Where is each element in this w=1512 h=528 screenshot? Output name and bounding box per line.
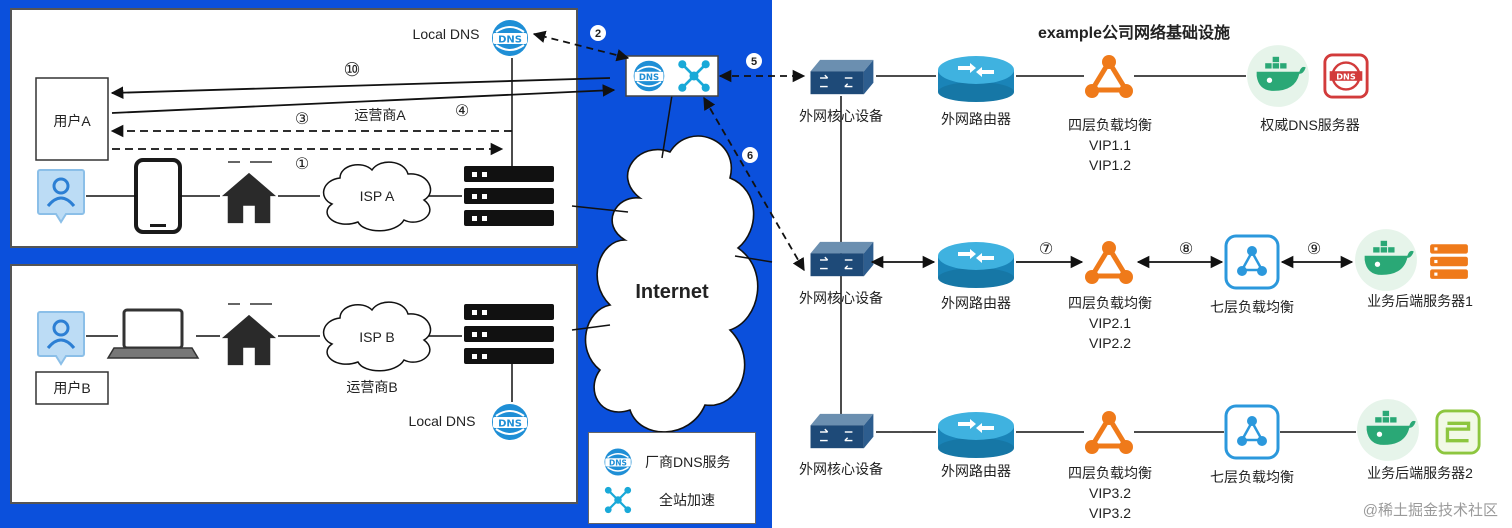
legend: 厂商DNS服务 全站加速 (588, 432, 756, 524)
user-b-label: 用户B (53, 380, 90, 396)
l7-lb-2-label: 七层负载均衡 (1210, 469, 1294, 485)
core-device-1-label: 外网核心设备 (799, 108, 883, 124)
docker-1-icon (1247, 45, 1309, 107)
infrastructure-title: example公司网络基础设施 (1038, 23, 1230, 42)
l4-lb-2-icon (1085, 241, 1133, 284)
backend-server-2-icon (1435, 409, 1481, 455)
user-a-label: 用户A (53, 113, 91, 129)
core-device-2-label: 外网核心设备 (799, 290, 883, 306)
vip-1-1: VIP1.1 (1089, 137, 1131, 153)
vip-2-1: VIP2.1 (1089, 315, 1131, 331)
laptop-icon (106, 308, 200, 359)
authoritative-dns-icon (1323, 53, 1369, 99)
backend-server-1-label: 业务后端服务器1 (1367, 293, 1473, 309)
legend-accel-label: 全站加速 (659, 492, 715, 508)
router-2-icon (938, 242, 1014, 288)
isp-a-label: ISP A (360, 188, 395, 204)
core-device-1-icon (809, 59, 875, 95)
l4-lb-3-icon (1085, 411, 1133, 454)
internet-label: Internet (635, 281, 709, 303)
router-2-label: 外网路由器 (941, 295, 1011, 311)
core-device-2-icon (809, 241, 875, 277)
core-device-3-label: 外网核心设备 (799, 461, 883, 477)
arrow-10 (110, 77, 611, 99)
router-3-label: 外网路由器 (941, 463, 1011, 479)
step-9-label: ⑨ (1307, 241, 1321, 258)
user-a-box (35, 77, 109, 161)
vip-3-2: VIP3.2 (1089, 505, 1131, 521)
home-icon (221, 172, 277, 224)
isp-b-label: ISP B (359, 329, 395, 345)
smartphone-icon (134, 158, 182, 234)
step-8-label: ⑧ (1179, 241, 1193, 258)
router-1-icon (938, 56, 1014, 102)
arrow-2 (532, 30, 630, 62)
step-10-label: ⑩ (343, 60, 360, 81)
watermark: @稀土掘金技术社区 (1362, 502, 1498, 519)
legend-dns-icon (603, 447, 633, 477)
local-dns-a-label: Local DNS (413, 26, 480, 42)
isp-a-server-rack-icon (464, 166, 554, 226)
legend-accel-item: 全站加速 (603, 485, 715, 515)
step-2-label: 2 (595, 28, 601, 40)
core-device-3-icon (809, 413, 875, 449)
step-4-label: ④ (455, 103, 469, 120)
step-3-label: ③ (295, 111, 309, 128)
docker-3-icon (1357, 399, 1419, 461)
arrow-6 (703, 96, 805, 272)
l7-lb-2-icon (1224, 404, 1280, 460)
local-dns-b-label: Local DNS (409, 413, 476, 429)
carrier-a-label: 运营商A (354, 107, 406, 123)
user-b-avatar-icon (36, 310, 86, 366)
l4-lb-2-label: 四层负载均衡 (1068, 295, 1152, 311)
backend-server-2-label: 业务后端服务器2 (1367, 465, 1473, 481)
user-a-avatar-icon (36, 168, 86, 224)
arrow-3 (111, 84, 616, 114)
step-1-label: ① (295, 156, 309, 173)
isp-b-cloud (322, 301, 432, 372)
step-6-label: 6 (747, 150, 753, 162)
legend-accel-icon (603, 485, 633, 515)
vip-3-1: VIP3.2 (1089, 485, 1131, 501)
docker-2-icon (1355, 229, 1417, 291)
isp-a-cloud (322, 161, 432, 232)
vendor-dns-icon (632, 59, 666, 93)
step-7-label: ⑦ (1039, 241, 1053, 258)
vip-1-2: VIP1.2 (1089, 157, 1131, 173)
step-5-label: 5 (751, 56, 757, 68)
l4-lb-1-icon (1085, 55, 1133, 98)
vip-2-2: VIP2.2 (1089, 335, 1131, 351)
l7-lb-1-label: 七层负载均衡 (1210, 299, 1294, 315)
router-3-icon (938, 412, 1014, 458)
l4-lb-3-label: 四层负载均衡 (1068, 465, 1152, 481)
router-1-label: 外网路由器 (941, 111, 1011, 127)
authoritative-dns-label: 权威DNS服务器 (1260, 117, 1360, 133)
legend-dns-label: 厂商DNS服务 (645, 454, 731, 470)
l7-lb-1-icon (1224, 234, 1280, 290)
backend-server-1-icon (1430, 244, 1468, 279)
isp-b-server-rack-icon (464, 304, 554, 364)
l4-lb-1-label: 四层负载均衡 (1068, 117, 1152, 133)
local-dns-a-icon (491, 19, 529, 57)
carrier-b-label: 运营商B (346, 379, 397, 395)
user-b-box (35, 371, 109, 405)
home-icon-b (221, 314, 277, 366)
legend-dns-item: 厂商DNS服务 (603, 447, 731, 477)
local-dns-b-icon (491, 403, 529, 441)
